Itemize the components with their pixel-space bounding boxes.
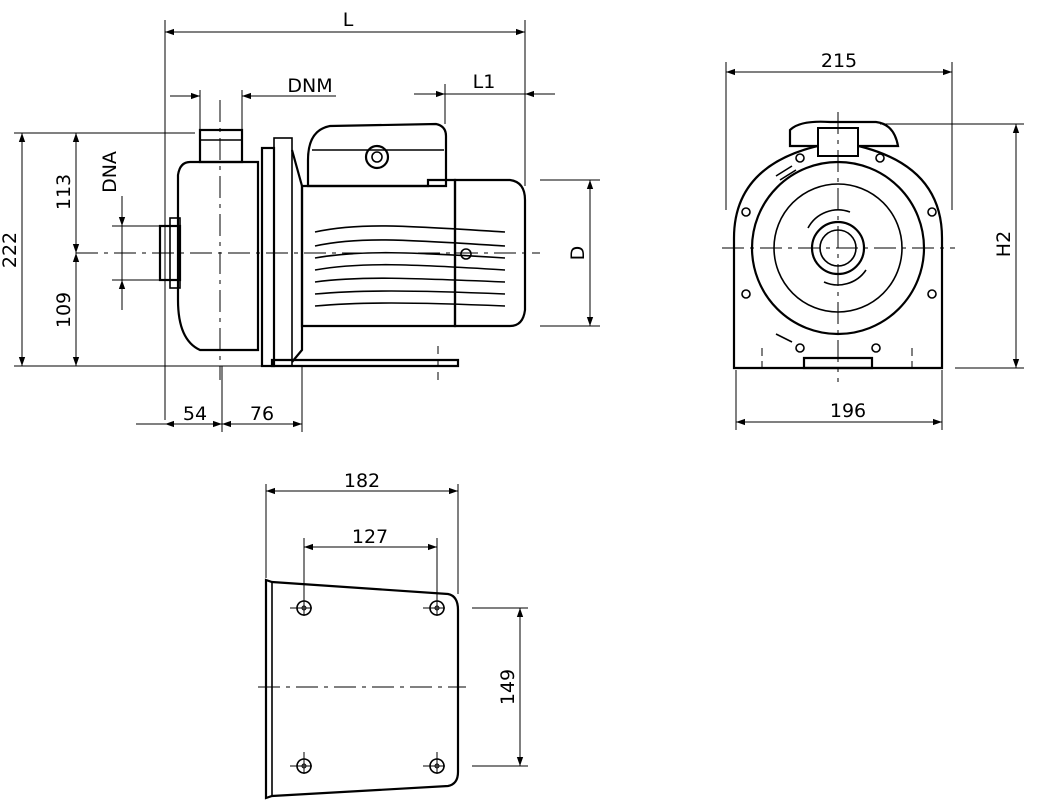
dim-front-base-width: 196 bbox=[830, 400, 866, 422]
dim-motor-diameter: D bbox=[567, 246, 589, 261]
dim-discharge-size: DNM bbox=[287, 75, 332, 97]
cable-gland bbox=[364, 144, 390, 170]
base-plate-view bbox=[264, 578, 460, 800]
dim-front-height: H2 bbox=[993, 231, 1015, 257]
casing-flange bbox=[260, 146, 276, 368]
motor-end-cap bbox=[453, 178, 527, 328]
dim-upper-height: 113 bbox=[53, 174, 75, 210]
dim-base-hole-spacing-y: 149 bbox=[497, 669, 519, 705]
side-view bbox=[158, 122, 527, 368]
motor-cooling-fins bbox=[314, 225, 506, 307]
dim-base-overall-length: 182 bbox=[344, 470, 380, 492]
dim-motor-offset: L1 bbox=[473, 71, 496, 93]
dim-base-offset-right: 76 bbox=[250, 403, 274, 425]
dim-front-width: 215 bbox=[821, 50, 857, 72]
pump-casing bbox=[176, 160, 260, 352]
dim-base-offset-left: 54 bbox=[183, 403, 207, 425]
base-foot bbox=[270, 358, 460, 368]
base-plate-outline bbox=[264, 578, 460, 800]
dim-lower-height: 109 bbox=[53, 292, 75, 328]
dim-overall-length: L bbox=[343, 9, 354, 31]
dim-base-hole-spacing-x: 127 bbox=[352, 526, 388, 548]
terminal-box bbox=[306, 122, 448, 188]
dim-total-height: 222 bbox=[0, 232, 21, 268]
dim-suction-size: DNA bbox=[99, 151, 121, 193]
discharge-nozzle bbox=[198, 128, 244, 164]
